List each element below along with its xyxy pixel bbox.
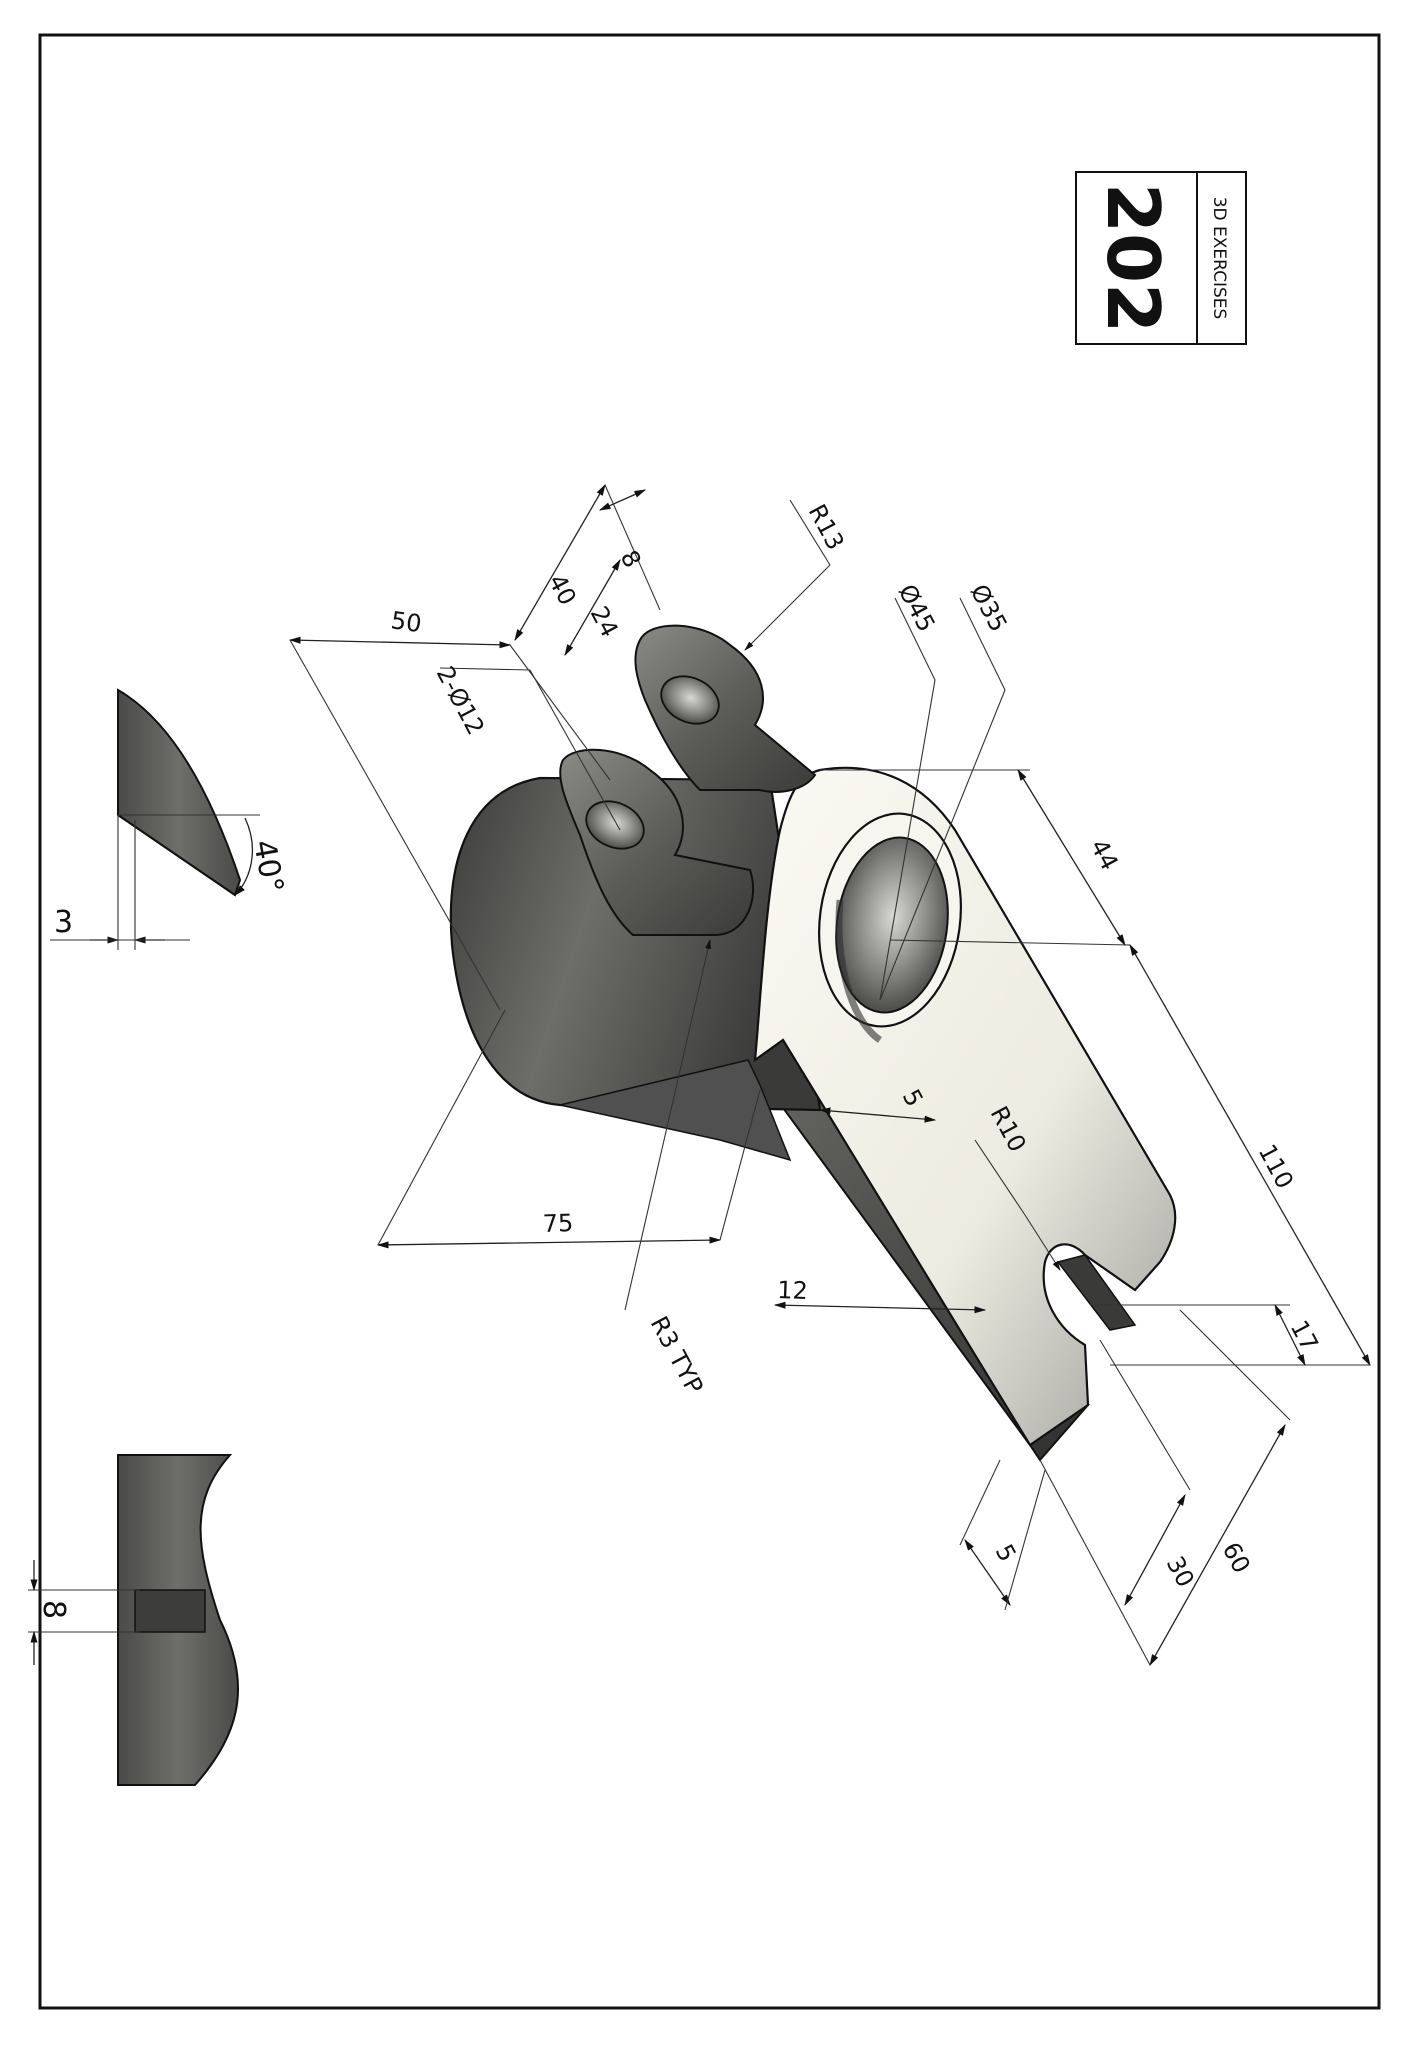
dim-8-side: 8: [36, 1600, 71, 1619]
dimension-lines: [28, 483, 1371, 1667]
dim-r13: R13: [803, 500, 850, 555]
section-view-bottom: [117, 1454, 240, 1786]
main-cylinder: [449, 776, 822, 1112]
lug-right: [634, 624, 817, 793]
dim-75: 75: [542, 1209, 574, 1238]
dim-2phi12: 2-Ø12: [431, 662, 490, 740]
title-number: 202: [1091, 183, 1175, 333]
section-view-top: [117, 688, 242, 897]
dim-60: 60: [1217, 1538, 1256, 1578]
dim-17: 17: [1285, 1316, 1324, 1356]
dim-40: 40: [543, 570, 582, 610]
isometric-part: [449, 624, 1177, 1462]
dim-50: 50: [389, 606, 423, 638]
title-block: 202 3D EXERCISES: [1075, 171, 1247, 345]
dim-24: 24: [585, 602, 624, 642]
dim-5-end: 5: [990, 1540, 1022, 1567]
dim-r3typ: R3 TYP: [645, 1312, 709, 1399]
dim-40deg: 40°: [246, 837, 290, 895]
dim-44: 44: [1085, 835, 1124, 875]
lug-right-hole: [660, 675, 720, 725]
lug-left-hole: [585, 800, 645, 850]
sheet-border: [38, 33, 1381, 2010]
dim-phi35: Ø35: [965, 580, 1013, 637]
dim-3: 3: [54, 905, 73, 940]
lug-left: [559, 748, 755, 936]
dim-110: 110: [1253, 1140, 1299, 1194]
dim-12: 12: [777, 1276, 809, 1305]
title-caption: 3D EXERCISES: [1209, 197, 1229, 320]
